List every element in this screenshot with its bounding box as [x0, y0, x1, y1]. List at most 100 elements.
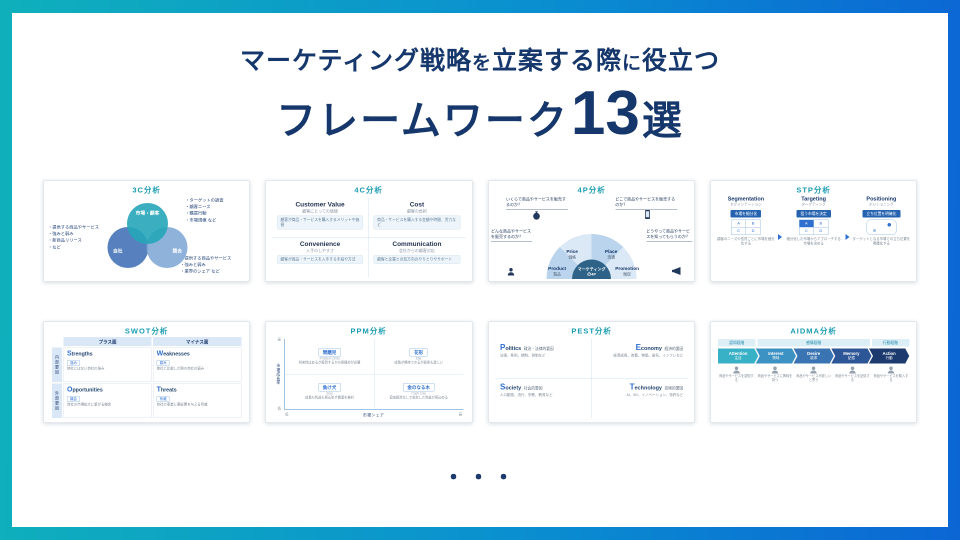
stp-segmentation: Segmentation セグメンテーション 市場を細分化 A B C D 顧客…: [716, 196, 775, 246]
card-stp-analysis: STP分析 Segmentation セグメンテーション 市場を細分化 A B …: [709, 180, 917, 282]
4c-cost: Cost 顧客の負担 商品・サービスを購入する金額や時間、労力など: [368, 198, 466, 238]
card-3c-analysis: 3C分析 市場・顧客 自社 競合 ターゲットの調査 顧客ニーズ 購買行動 市場規…: [43, 180, 251, 282]
list-item: 顧客ニーズ: [185, 204, 245, 211]
title-text: フレームワーク: [276, 99, 569, 143]
question-price: いくらで商品やサービスを販売するのか？: [505, 197, 568, 210]
list-item: ターゲットの調査: [185, 197, 245, 204]
title-number: 13: [570, 79, 640, 148]
company-points: 提供する商品やサービス 強みと弱み 新商品リリース など: [48, 224, 105, 250]
ppm-star: 花形 Star 成長が期待できるが競争も激しい: [394, 347, 444, 365]
fan-center-label: マーケティングの4P: [571, 259, 611, 279]
positioning-chart: [866, 219, 897, 235]
list-item: 提供する商品やサービス: [48, 224, 105, 231]
person-icon: [887, 367, 895, 374]
4c-convenience: Convenience 入手のしやすさ 顧客が商品・サービスを入手する手段や方法: [272, 237, 369, 277]
desc-desire: 商品やサービスが欲しいと思う: [795, 367, 832, 383]
ppm-cash-cow: 金のなる木 Cash Cow 追加投資なしで安定した利益が見込める: [389, 382, 449, 400]
card-title: PEST分析: [570, 327, 612, 336]
arrow-right-icon: [843, 196, 851, 278]
header: マーケティング戦略を立案する際に役立つ フレームワーク13選: [12, 13, 948, 152]
header-minus: マイナス面: [153, 337, 242, 346]
page-title: フレームワーク13選: [12, 83, 948, 152]
desc-interest: 商品やサービスに興味を持つ: [756, 367, 793, 383]
ppm-dog: 負け犬 Dog 成長も利益も見込めず撤退を検討: [305, 382, 355, 400]
y-axis-label: 市場成長率: [276, 363, 281, 386]
list-item: など: [48, 244, 105, 251]
subtitle-segment: マーケティング戦略: [239, 47, 472, 75]
subtitle-segment: 役立つ: [642, 47, 721, 75]
money-bag-icon: [532, 211, 540, 220]
card-title: 3C分析: [132, 186, 161, 195]
card-title: 4P分析: [577, 186, 606, 195]
list-item: 強みと弱み: [48, 231, 105, 238]
list-item: 業界のシェア など: [180, 268, 248, 275]
card-ppm-analysis: PPM分析 問題児 Problem Child 将来性はあるが投資するかの見極め…: [265, 321, 473, 423]
table-corner: [52, 337, 62, 346]
person-icon: [810, 367, 818, 374]
4c-quadrants: Customer Value 顧客にとっての価値 顧客が商品・サービスを購入する…: [272, 198, 466, 277]
megaphone-icon: [671, 267, 680, 275]
card-title: STP分析: [796, 186, 831, 195]
x-axis-high: 高: [459, 413, 463, 417]
segmentation-grid: A B C D: [730, 219, 761, 235]
x-axis-low: 低: [285, 413, 289, 417]
position-dot: [887, 223, 891, 227]
row-label-internal: 内部要因: [52, 347, 62, 382]
competitor-dot: [872, 229, 876, 232]
person-icon: [732, 367, 740, 374]
slide-content: マーケティング戦略を立案する際に役立つ フレームワーク13選 3C分析 市場・顧…: [12, 13, 948, 527]
desc-attention: 商品やサービスを認知する: [718, 367, 755, 383]
card-4c-analysis: 4C分析 Customer Value 顧客にとっての価値 顧客が商品・サービス…: [265, 180, 473, 282]
subtitle: マーケティング戦略を立案する際に役立つ: [12, 41, 948, 77]
framework-grid: 3C分析 市場・顧客 自社 競合 ターゲットの調査 顧客ニーズ 購買行動 市場規…: [43, 180, 917, 423]
stp-columns: Segmentation セグメンテーション 市場を細分化 A B C D 顧客…: [716, 196, 911, 278]
header-plus: プラス面: [63, 337, 152, 346]
y-axis-high: 高: [277, 338, 282, 342]
row-label-external: 外部要因: [52, 383, 62, 418]
subtitle-segment: 立案する際: [491, 47, 622, 75]
desc-action: 商品やサービスを購入する: [872, 367, 909, 383]
market-points: ターゲットの調査 顧客ニーズ 購買行動 市場規模 など: [185, 197, 245, 223]
question-product: どんな商品やサービスを販売するのか？: [490, 229, 532, 242]
stage-action: 行動段階: [871, 339, 910, 347]
swot-strengths: Strengths 強み 他社にはない自社の強み: [63, 347, 152, 382]
more-indicator: ・・・: [442, 465, 518, 490]
card-swot-analysis: SWOT分析 プラス面 マイナス面 内部要因 Strengths 強み 他社には…: [43, 321, 251, 423]
stp-targeting: Targeting ターゲティング 狙う市場を決定 A B C D 細分化した市…: [786, 196, 841, 246]
desc-memory: 商品やサービスを記憶する: [834, 367, 871, 383]
venn-circle-market: 市場・顧客: [127, 203, 168, 244]
card-title: 4C分析: [354, 186, 384, 195]
venn-diagram: 市場・顧客 自社 競合: [107, 203, 188, 270]
list-item: 購買行動: [185, 210, 245, 217]
list-item: 市場規模 など: [185, 217, 245, 224]
step-descriptions: 商品やサービスを認知する 商品やサービスに興味を持つ 商品やサービスが欲しいと思…: [718, 367, 909, 383]
stp-positioning: Positioning ポジショニング 立ち位置を明確化 ターゲットとなる市場で…: [852, 196, 910, 246]
swot-table: プラス面 マイナス面 内部要因 Strengths 強み 他社にはない自社の強み…: [52, 337, 242, 418]
targeting-grid: A B C D: [798, 219, 829, 235]
card-4p-analysis: 4P分析 いくらで商品やサービスを販売するのか？ どこで商品やサービスを販売する…: [487, 180, 695, 282]
arrow-right-icon: [776, 196, 784, 278]
stage-emotion: 感情段階: [757, 339, 870, 347]
y-axis-low: 低: [277, 407, 282, 411]
stage-labels: 認知段階 感情段階 行動段階: [717, 339, 910, 347]
title-suffix: 選: [641, 99, 684, 143]
swot-threats: Threats 脅威 自社の事業に悪影響を与える脅威: [153, 383, 242, 418]
smartphone-icon: [644, 210, 650, 219]
